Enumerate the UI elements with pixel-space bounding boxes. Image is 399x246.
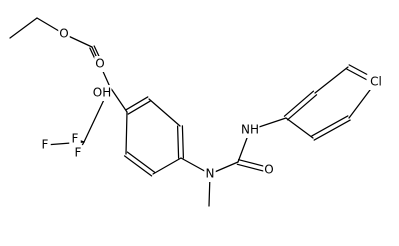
nitrogen-label: N bbox=[206, 167, 215, 181]
double-bond-line bbox=[283, 90, 315, 117]
fluorine-label-background bbox=[39, 137, 51, 153]
ester-oxygen-label: O bbox=[59, 27, 68, 41]
single-bond bbox=[314, 66, 349, 94]
nitrogen-label-background bbox=[204, 166, 216, 182]
single-bond bbox=[148, 98, 181, 127]
double-bond-line bbox=[125, 96, 149, 111]
fluorine-label: F bbox=[42, 138, 49, 152]
hydroxyl-label: OH bbox=[93, 86, 111, 100]
carbonyl-oxygen-label: O bbox=[95, 57, 104, 71]
double-bond-line bbox=[286, 94, 318, 121]
ester-oxygen-label-background bbox=[58, 26, 70, 42]
double-bond-line bbox=[126, 151, 156, 173]
single-bond bbox=[9, 17, 38, 39]
bond-layer bbox=[9, 17, 378, 207]
double-bond-line bbox=[311, 115, 349, 137]
fluorine-label: F bbox=[72, 132, 79, 146]
amine-nh-label-background bbox=[240, 122, 260, 138]
single-bond bbox=[285, 117, 314, 139]
double-bond-line bbox=[127, 100, 151, 115]
urea-oxygen-label: O bbox=[264, 163, 273, 177]
double-bond-line bbox=[236, 163, 270, 173]
double-bond-line bbox=[313, 119, 351, 141]
single-bond bbox=[125, 111, 128, 155]
double-bond-line bbox=[181, 125, 185, 159]
urea-oxygen-label-background bbox=[263, 162, 275, 178]
chlorine-label-background bbox=[366, 74, 386, 90]
fluorine-label-background bbox=[72, 145, 84, 161]
fluorine-label: F bbox=[75, 146, 82, 160]
single-bond bbox=[152, 157, 182, 175]
double-bond-line bbox=[176, 125, 180, 159]
carbonyl-oxygen-label-background bbox=[94, 56, 106, 72]
single-bond bbox=[109, 86, 128, 113]
double-bond-line bbox=[123, 155, 153, 177]
fluorine-label-background bbox=[69, 131, 81, 147]
amine-nh-label: NH bbox=[241, 123, 259, 137]
hydroxyl-label-background bbox=[92, 85, 112, 101]
chlorine-label: Cl bbox=[370, 75, 382, 89]
